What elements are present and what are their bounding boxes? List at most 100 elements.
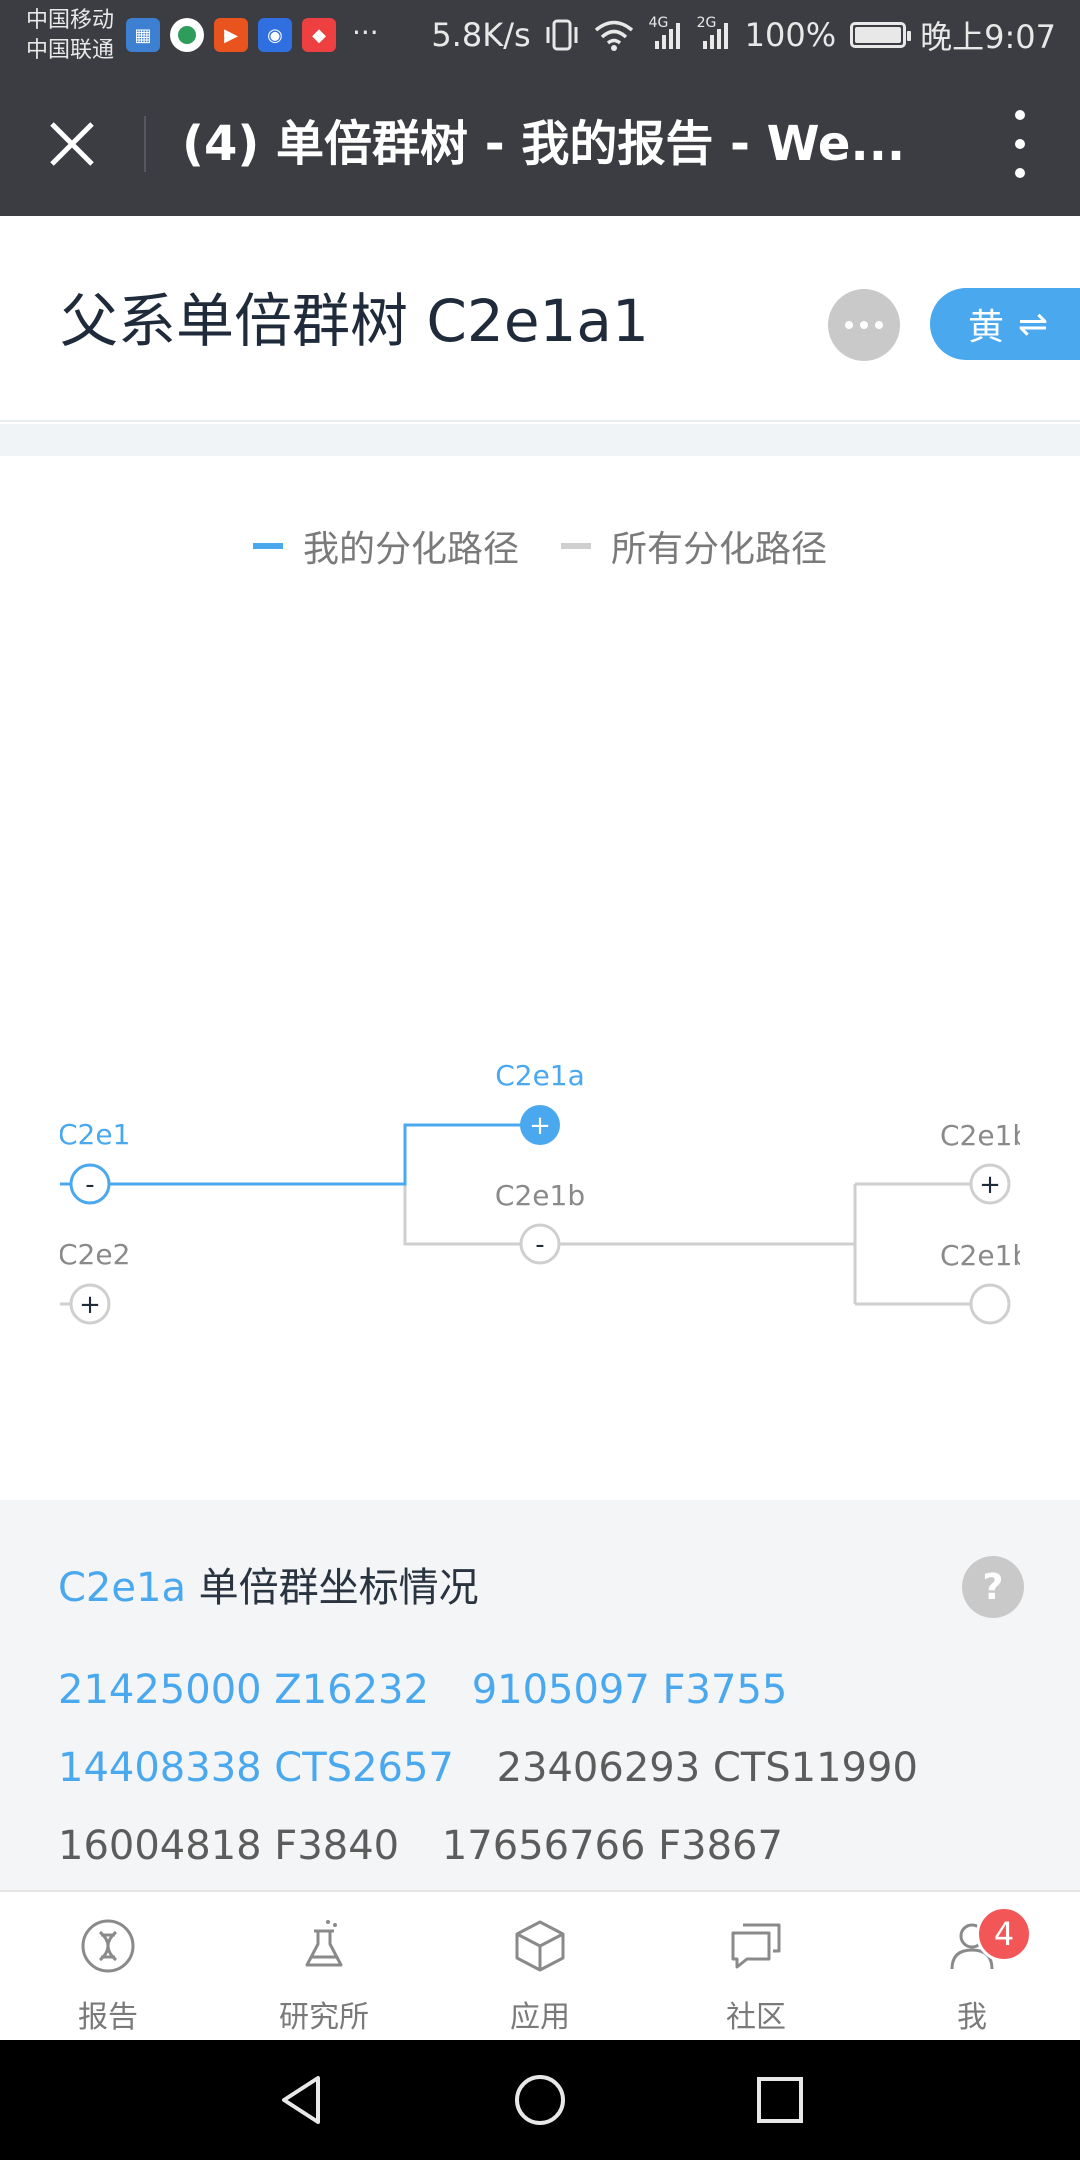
node-toggle-c2e1: - (85, 1170, 94, 1200)
switch-user-button[interactable]: 黄 ⇌ (930, 288, 1080, 360)
node-label-c2e1b: C2e1b (495, 1179, 585, 1212)
battery-percent: 100% (744, 16, 837, 54)
haplogroup-tree: C2e1 - C2e2 + C2e1a + C2e1b - (0, 1060, 1080, 1360)
help-icon: ? (982, 1566, 1004, 1608)
coordinates-haplogroup: C2e1a (58, 1565, 186, 1611)
swap-icon: ⇌ (1018, 303, 1049, 345)
help-button[interactable]: ? (962, 1556, 1024, 1618)
legend-all-paths: 所有分化路径 (561, 520, 827, 572)
branch-c2e1b (403, 1185, 855, 1246)
nav-label-community: 社区 (726, 2000, 786, 2035)
coordinate-link[interactable]: 21425000 Z16232 (58, 1667, 429, 1713)
clock: 晚上9:07 (920, 18, 1056, 56)
nav-item-me[interactable]: 我 4 (864, 1892, 1080, 2040)
legend-all-paths-label: 所有分化路径 (611, 529, 828, 570)
coordinate-row-3: 16004818 F3840 17656766 F3867 (58, 1820, 813, 1872)
back-icon[interactable] (274, 2070, 334, 2130)
coordinate-text: 16004818 F3840 (58, 1823, 400, 1869)
chat-icon (724, 1914, 788, 1978)
menu-button[interactable] (1000, 110, 1040, 178)
nav-label-me: 我 (957, 2000, 987, 2035)
recent-apps-icon[interactable] (750, 2070, 810, 2130)
close-button[interactable] (36, 114, 108, 174)
legend-my-path: 我的分化路径 (252, 520, 519, 572)
more-options-button[interactable] (828, 289, 900, 361)
node-toggle-c2e1a: + (529, 1111, 551, 1141)
coordinates-title-text: 单倍群坐标情况 (185, 1565, 479, 1611)
map-app-icon: ▦ (126, 18, 160, 52)
node-c2e1b-child-1[interactable]: + (969, 1163, 1011, 1205)
node-toggle-c2e1b: - (535, 1230, 544, 1260)
tree-legend: 我的分化路径 所有分化路径 (0, 520, 1080, 572)
video-app-icon: ▶ (214, 18, 248, 52)
signal-2g-icon: 2G (697, 15, 731, 51)
more-vert-icon (1015, 110, 1025, 120)
page-title: 父系单倍群树 C2e1a1 (60, 287, 649, 355)
carrier-info: 中国移动 中国联通 (26, 6, 114, 66)
nav-item-apps[interactable]: 应用 (432, 1892, 648, 2040)
node-c2e1b[interactable]: - (519, 1223, 561, 1265)
coordinate-link[interactable]: 14408338 CTS2657 (58, 1745, 454, 1791)
node-label-c2e1b-child-1: C2e1b (940, 1119, 1030, 1152)
notification-icons: ▦ ▶ ◉ ◆ (126, 18, 336, 52)
nav-label-report: 报告 (78, 2000, 138, 2035)
legend-my-path-label: 我的分化路径 (302, 529, 519, 570)
browser-app-icon (170, 18, 204, 52)
nav-item-community[interactable]: 社区 (648, 1892, 864, 2040)
title-divider (144, 116, 146, 172)
branch-c2e1b-children (853, 1182, 990, 1306)
node-label-c2e2: C2e2 (58, 1238, 130, 1271)
node-c2e1a[interactable]: + (520, 1105, 560, 1145)
nav-label-lab: 研究所 (279, 2000, 369, 2035)
net-2g-label: 2G (696, 15, 717, 31)
battery-icon (850, 22, 912, 48)
bottom-navigation: 报告 研究所 应用 社区 (0, 1890, 1080, 2040)
node-toggle-c2e1b-child-1: + (979, 1170, 1001, 1200)
coordinates-panel: C2e1a 单倍群坐标情况 ? 21425000 Z16232 9105097 … (0, 1500, 1080, 1890)
network-speed: 5.8K/s (431, 16, 531, 54)
wifi-icon (594, 20, 633, 51)
node-c2e2[interactable]: + (69, 1283, 111, 1325)
legend-my-path-swatch (252, 543, 283, 549)
baidu-app-icon: ◉ (258, 18, 292, 52)
net-4g-label: 4G (648, 15, 669, 31)
window-title: (4) 单倍群树 - 我的报告 - We... (182, 116, 902, 172)
node-label-c2e1: C2e1 (58, 1118, 130, 1151)
notification-badge: 4 (976, 1906, 1032, 1962)
coordinate-row-1: 21425000 Z16232 9105097 F3755 (58, 1664, 817, 1716)
carrier-1: 中国移动 (26, 8, 115, 33)
node-label-c2e1b-child-2: C2e1b (940, 1239, 1030, 1272)
home-icon[interactable] (510, 2070, 570, 2130)
node-c2e1b-child-2[interactable] (969, 1283, 1011, 1325)
page-header: 父系单倍群树 C2e1a1 黄 ⇌ (0, 216, 1080, 422)
coordinate-text: 23406293 CTS11990 (496, 1745, 918, 1791)
more-notifications: ··· (352, 16, 379, 49)
close-icon (50, 122, 94, 166)
section-band (0, 424, 1080, 456)
legend-all-paths-swatch (561, 543, 591, 549)
title-bar: (4) 单倍群树 - 我的报告 - We... (0, 72, 1080, 216)
node-label-c2e1a: C2e1a (495, 1060, 585, 1092)
switch-user-label: 黄 (968, 307, 1005, 348)
dna-icon (76, 1914, 140, 1978)
signal-4g-icon: 4G (649, 15, 683, 51)
status-right: 5.8K/s 4G 2G 100% 晚上9:07 (431, 12, 1056, 58)
vibrate-icon (546, 19, 578, 51)
status-bar: 中国移动 中国联通 ▦ ▶ ◉ ◆ ··· 5.8K/s 4G 2G 100 (0, 0, 1080, 72)
coordinate-link[interactable]: 9105097 F3755 (471, 1667, 788, 1713)
cube-icon (508, 1914, 572, 1978)
news-app-icon: ◆ (302, 18, 336, 52)
more-horiz-icon (845, 321, 853, 329)
coordinate-row-2: 14408338 CTS2657 23406293 CTS11990 (58, 1742, 948, 1794)
nav-label-apps: 应用 (510, 2000, 570, 2035)
nav-item-lab[interactable]: 研究所 (216, 1892, 432, 2040)
node-toggle-c2e2: + (79, 1290, 101, 1320)
coordinate-text: 17656766 F3867 (441, 1823, 783, 1869)
flask-icon (292, 1914, 356, 1978)
coordinates-title: C2e1a 单倍群坐标情况 (58, 1560, 479, 1616)
node-c2e1[interactable]: - (69, 1163, 111, 1205)
nav-item-report[interactable]: 报告 (0, 1892, 216, 2040)
branch-my-path (60, 1123, 540, 1186)
carrier-2: 中国联通 (26, 38, 115, 63)
system-navigation-bar (0, 2040, 1080, 2160)
